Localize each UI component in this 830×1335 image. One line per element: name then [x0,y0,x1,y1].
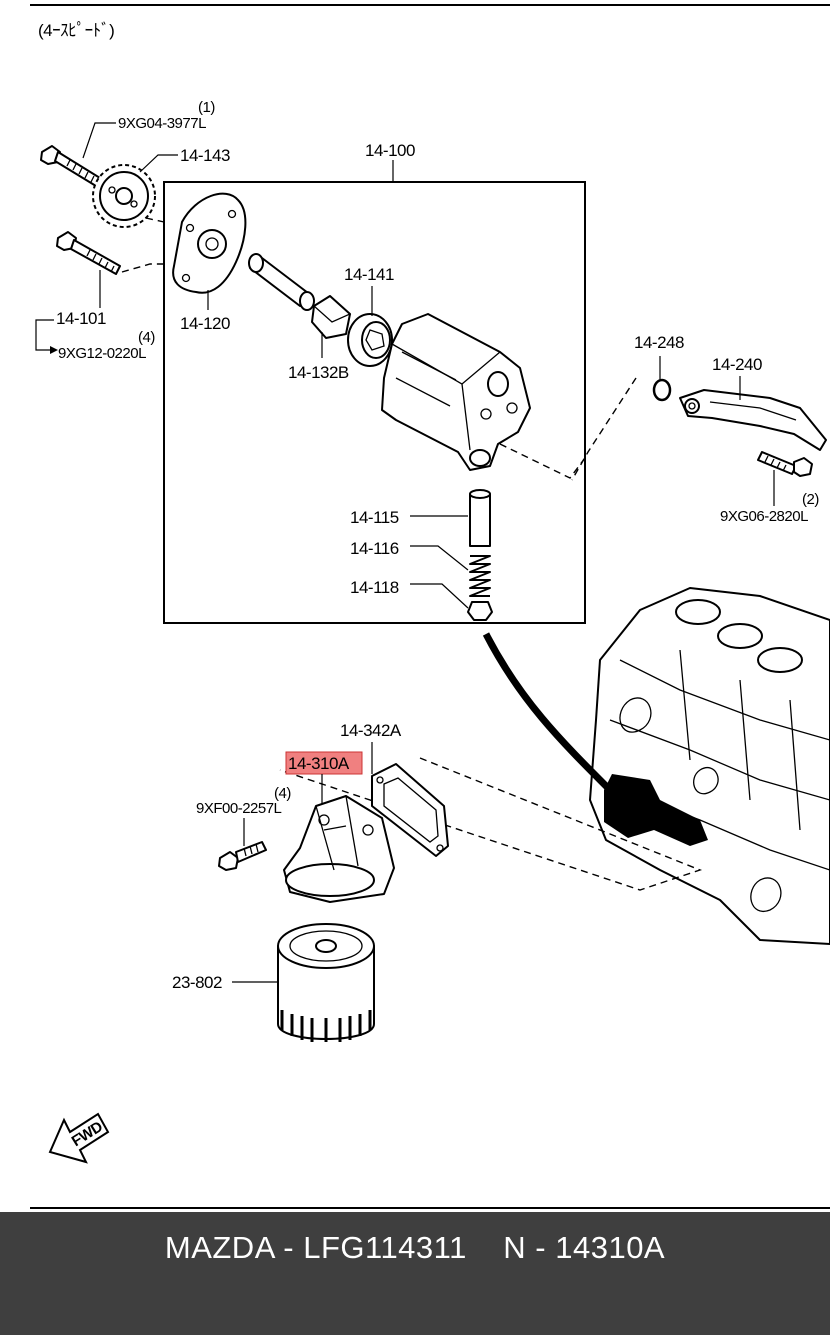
label-oil-filter: 23-802 [172,973,222,992]
header-note: (4ｰｽﾋﾟｰﾄﾞ) [38,21,114,40]
ring-14-248-icon [652,378,672,402]
highlight-filter-body [285,751,363,775]
bush-14-132b-icon [311,295,352,339]
engine-block-icon [589,587,830,945]
fwd-arrow-icon: FWD [48,1112,110,1164]
bolt-9xf00-icon [218,841,267,871]
label-bolt-2: 9XG12-0220L [58,345,146,362]
assembly-box [163,181,586,624]
label-bolt-qty-4: (4) [274,785,291,802]
valve-14-115-icon [469,489,491,547]
chain-guide-14-240-icon [679,389,827,451]
filter-body-14-310a-icon [283,795,395,903]
pointer-to-engine [482,632,613,793]
exploded-parts-diagram: (4ｰｽﾋﾟｰﾄﾞ) 14-100 (1) 9XG04-3977L 14-143… [30,4,830,1209]
label-filter-body[interactable]: 14-310A [288,754,350,773]
label-bolt-qty-1: (1) [198,99,215,116]
label-gear: 14-143 [180,146,230,165]
label-bolt-group: 14-101 [56,309,106,328]
plug-14-118-icon [467,601,493,621]
pump-body-icon [381,313,531,471]
footer-bar: MAZDA - LFG114311 N - 14310A [0,1212,830,1335]
gasket-14-342a-icon [371,763,449,857]
rotor-14-141-icon [347,313,393,367]
label-shaft-bush: 14-132B [288,363,349,382]
label-bolt-qty-3: (2) [802,491,819,508]
gear-14-143-icon [92,164,156,228]
label-bolt-3: 9XG06-2820L [720,508,808,525]
bolt-9xg04-icon [40,145,101,187]
label-assembly: 14-100 [365,141,415,160]
spring-14-116-icon [469,555,491,597]
label-rotor: 14-141 [344,265,394,284]
label-spring: 14-116 [350,539,399,558]
oil-filter-23-802-icon [277,923,375,1042]
label-valve: 14-115 [350,508,399,527]
bolt-9xg06-icon [757,451,813,477]
label-bolt-4: 9XF00-2257L [196,800,282,817]
label-plate: 14-120 [180,314,230,333]
label-gasket: 14-342A [340,721,402,740]
label-ring: 14-248 [634,333,684,352]
footer-part-numbers: MAZDA - LFG114311 N - 14310A [164,1230,666,1265]
label-bolt-1: 9XG04-3977L [118,115,206,132]
plate-14-120-icon [172,192,247,294]
shaft-icon [248,253,315,311]
label-bolt-qty-2: (4) [138,329,155,346]
label-plug: 14-118 [350,578,399,597]
bolt-14-101-icon [56,231,121,275]
label-chain-guide: 14-240 [712,355,762,374]
